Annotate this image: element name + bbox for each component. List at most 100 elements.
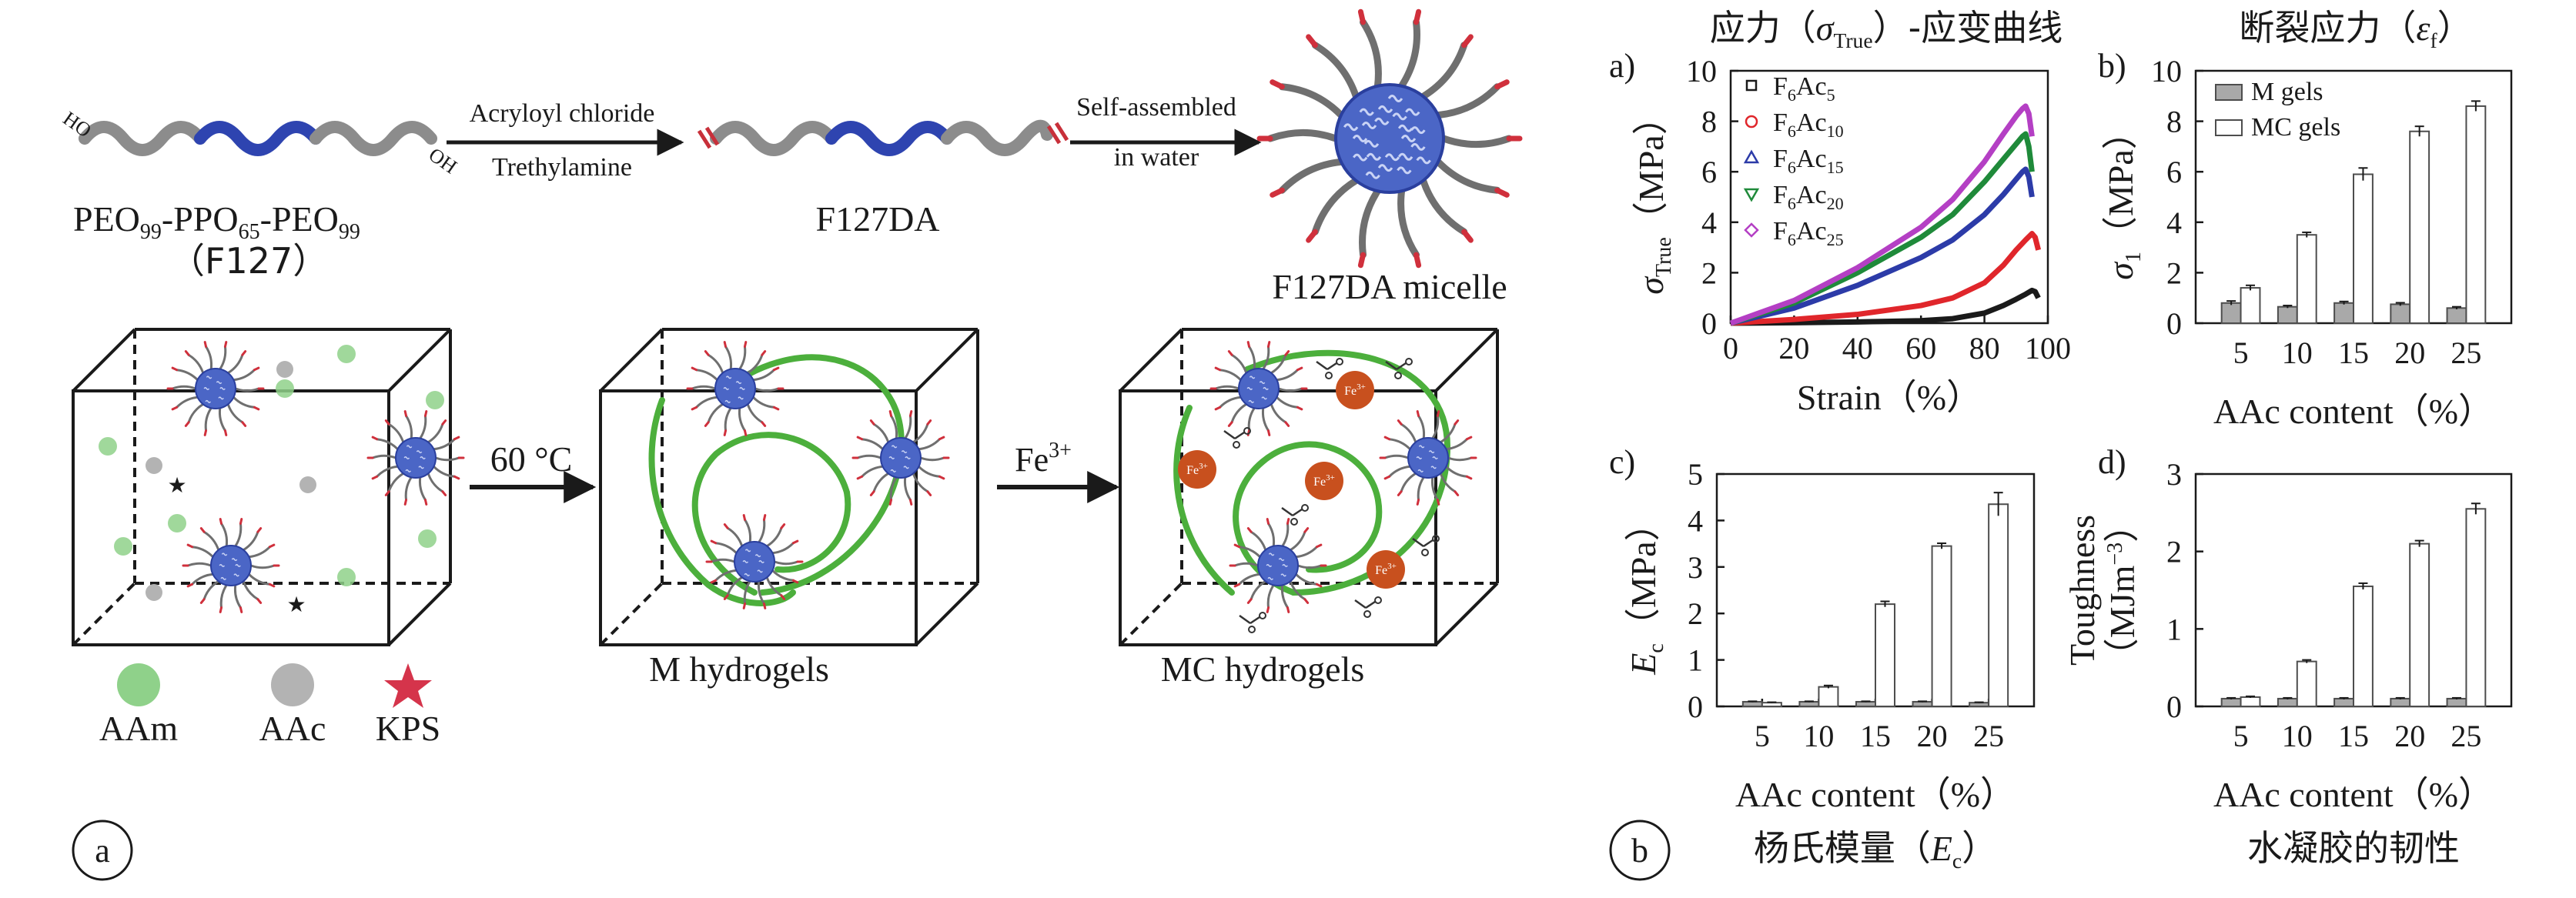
y-tick-label: 5: [1688, 457, 1703, 492]
micelle-icon: [166, 341, 265, 436]
series-line: [1729, 131, 2035, 326]
x-tick-label: 15: [2338, 719, 2369, 753]
x-tick-label: 20: [2394, 719, 2425, 753]
aac-legend-icon: [271, 663, 314, 706]
x-tick-label: 20: [1917, 719, 1948, 753]
fe-ion: [1336, 371, 1374, 409]
m-gels-bar: [2446, 307, 2467, 325]
legend-swatch: [2215, 119, 2243, 136]
f127-name: PEO99-PPO65-PEO99: [73, 199, 360, 244]
x-tick-label: 5: [2233, 719, 2249, 753]
x-tick-label: 10: [2282, 719, 2313, 753]
mc-hydrogels-label: MC hydrogels: [1161, 649, 1365, 689]
mc-gels-bar: [2240, 696, 2261, 707]
f127da-micelle-illustration: [1256, 8, 1523, 269]
aam-legend-label: AAm: [99, 709, 178, 748]
series-line: [1729, 103, 2035, 326]
x-tick-label: 100: [2025, 331, 2071, 366]
kps-legend-icon: [384, 663, 432, 708]
chartD-title: 水凝胶的韧性: [2247, 827, 2460, 869]
micelle-icon: [1229, 518, 1327, 613]
fe-ion: [1178, 450, 1216, 489]
x-tick-label: 40: [1842, 331, 1873, 366]
micelle-icon: [705, 514, 804, 609]
m-gels-bar: [1798, 700, 1820, 708]
legend-label: F6Ac10: [1773, 108, 1844, 141]
y-tick-label: 2: [2166, 535, 2182, 569]
legend-label: MC gels: [2251, 113, 2340, 142]
m-hydrogels-label: M hydrogels: [649, 649, 829, 689]
y-tick-label: 8: [2166, 105, 2182, 139]
x-tick-label: 0: [1723, 331, 1738, 366]
carboxyl-group: [1239, 612, 1266, 633]
y-tick-label: 4: [2166, 205, 2182, 240]
m-gels-bar: [1969, 702, 1990, 708]
chartC-ylabel: Ec（MPa）: [1624, 506, 1668, 675]
legend-label: M gels: [2251, 78, 2323, 106]
f127-end-right: OH: [425, 143, 462, 178]
series-line: [1730, 231, 2042, 326]
chartD-ylabel: Toughness: [2062, 515, 2102, 666]
mc-gels-bar: [2240, 287, 2261, 324]
x-tick-label: 25: [2451, 335, 2481, 370]
chart-a-panel-label: a): [1609, 47, 1635, 85]
mc-gels-bar: [1988, 503, 2009, 707]
x-tick-label: 60: [1905, 331, 1936, 366]
y-tick-label: 0: [1701, 306, 1717, 341]
x-tick-label: 10: [2282, 335, 2313, 370]
m-gels-bar: [2333, 302, 2355, 325]
f127da-label: F127DA: [815, 199, 939, 239]
micelle-label: F127DA micelle: [1272, 267, 1507, 306]
legend-marker: [1745, 79, 1758, 92]
y-tick-label: 2: [1701, 255, 1717, 290]
x-tick-label: 20: [2394, 335, 2425, 370]
y-tick-label: 1: [2166, 612, 2182, 646]
chartB-xlabel: AAc content（%）: [2213, 392, 2494, 431]
legend-marker: [1743, 188, 1760, 202]
kps-legend-label: KPS: [376, 709, 440, 748]
arrow2-line2: in water: [1114, 143, 1199, 172]
aac-monomer: [299, 476, 316, 493]
m-gels-bar: [2277, 305, 2298, 324]
carboxyl-group: [1316, 358, 1343, 379]
mc-gels-bar: [2353, 585, 2374, 708]
chartB-panel-label: b): [2098, 47, 2126, 85]
iron-arrow-label: Fe3+: [1015, 439, 1072, 479]
y-tick-label: 2: [2166, 255, 2182, 290]
m-gels-bar: [2446, 697, 2467, 708]
fe-ion: [1367, 550, 1405, 589]
legend-label: F6Ac15: [1773, 145, 1844, 177]
aam-monomer: [418, 529, 437, 548]
cube-precursor: [72, 328, 452, 646]
aac-monomer: [146, 584, 162, 601]
m-gels-bar: [2390, 303, 2411, 324]
m-hydrogel-micelles: [686, 341, 950, 609]
panel-a-schematic: HO OH PEO99-PPO65-PEO99 （F127） Acryloyl …: [59, 8, 1523, 881]
legend-label: F6Ac5: [1773, 72, 1835, 105]
m-gels-bar: [1912, 700, 1933, 708]
carboxyl-group: [1223, 427, 1251, 449]
aam-monomer: [168, 514, 186, 532]
mc-gels-bar: [1931, 545, 1952, 707]
fe-ion-label: Fe3+: [1313, 473, 1335, 489]
f127da-micelle-core: [1256, 8, 1523, 269]
x-tick-label: 5: [1755, 719, 1770, 753]
carboxyl-group: [1385, 358, 1413, 379]
chartD-ylabel-unit: （MJm−3）: [2103, 507, 2142, 673]
chartB-ylabel: σ1（MPa）: [2101, 114, 2146, 280]
panel-b-label: b: [1631, 832, 1648, 870]
f127-abbrev: （F127）: [169, 240, 328, 282]
y-tick-label: 8: [1701, 105, 1717, 139]
micelle-icon: [1379, 410, 1477, 506]
arrow1-line2: Trethylamine: [492, 153, 632, 182]
legend-swatch: [2215, 84, 2243, 101]
y-tick-label: 4: [1688, 503, 1703, 538]
y-tick-label: 10: [2151, 54, 2182, 88]
x-tick-label: 25: [1973, 719, 2004, 753]
heating-label: 60 °C: [490, 439, 573, 479]
carboxyl-group: [1281, 504, 1309, 526]
